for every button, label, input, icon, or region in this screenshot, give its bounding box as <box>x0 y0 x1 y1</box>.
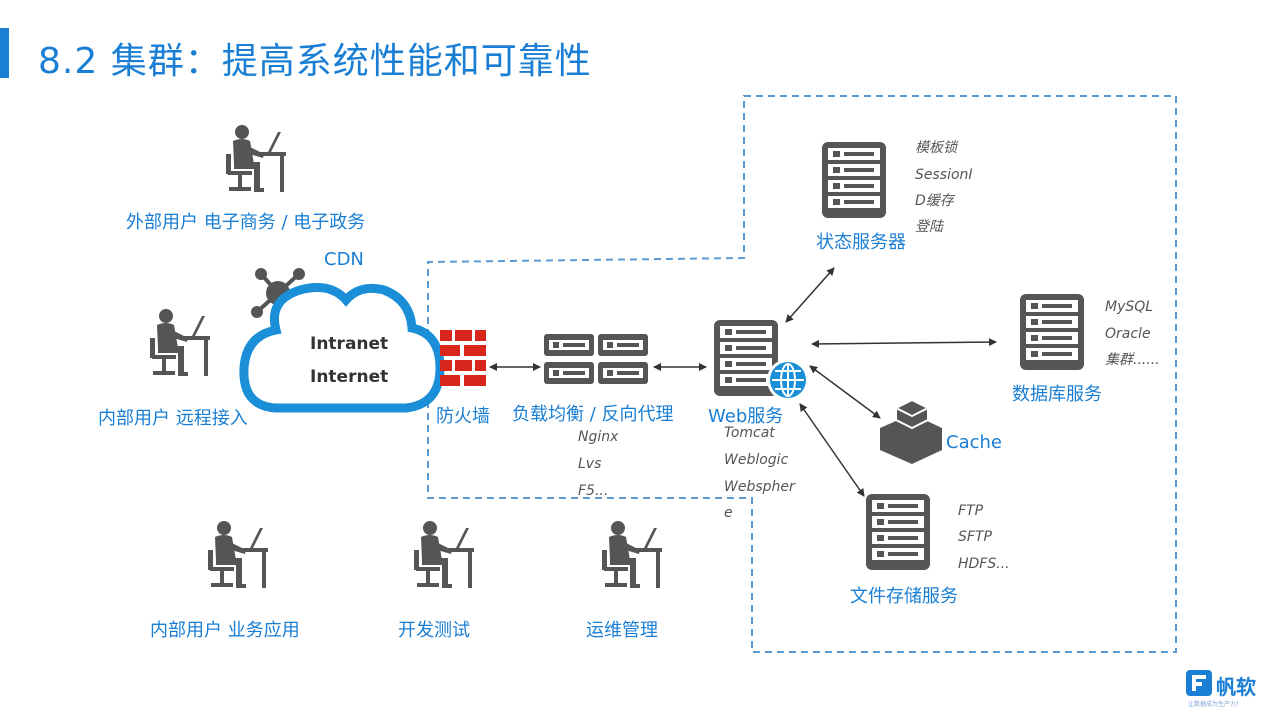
label-dev-test: 开发测试 <box>398 620 470 641</box>
web-note-tomcat: Tomcat <box>724 425 775 441</box>
arrow-web-cache <box>809 365 881 419</box>
logo-name: 帆软 <box>1216 675 1256 699</box>
ops-user-icon <box>602 521 662 588</box>
arrow-web-state <box>785 267 835 323</box>
label-load-balancer: 负载均衡 / 反向代理 <box>512 404 674 425</box>
cloud-intranet: Intranet <box>310 334 389 354</box>
logo-slogan: 让数据成为生产力！ <box>1188 701 1243 708</box>
state-note-1: SessionI <box>915 167 973 183</box>
web-note-websphere: Websphere <box>724 479 795 521</box>
page-title: 8.2 集群：提高系统性能和可靠性 <box>38 41 592 82</box>
external-user-icon <box>226 125 286 192</box>
state-note-0: 模板锁 <box>915 140 957 156</box>
db-note-cluster: 集群...... <box>1105 352 1160 368</box>
title-accent-bar <box>0 28 9 78</box>
cluster-boundary <box>427 95 1177 653</box>
firewall-icon <box>440 330 486 386</box>
lb-note-f5: F5... <box>578 483 609 499</box>
label-firewall: 防火墙 <box>436 406 490 427</box>
lb-note-lvs: Lvs <box>578 456 602 472</box>
state-note-3: 登陆 <box>915 219 943 235</box>
label-state-server: 状态服务器 <box>816 232 906 253</box>
label-external-users: 外部用户 电子商务 / 电子政务 <box>126 212 366 233</box>
fanruan-logo-icon <box>1186 670 1212 696</box>
remote-user-icon <box>150 309 210 376</box>
globe-icon <box>767 359 809 401</box>
db-note-mysql: MySQL <box>1105 299 1154 315</box>
cache-icon <box>880 398 942 464</box>
db-note-oracle: Oracle <box>1105 326 1151 342</box>
business-user-icon <box>208 521 268 588</box>
arrow-web-db <box>811 338 997 348</box>
cloud-shape <box>239 283 445 413</box>
file-storage-server-icon <box>866 494 930 570</box>
load-balancer-icon <box>544 334 648 384</box>
label-remote-users: 内部用户 远程接入 <box>98 408 248 429</box>
lb-note-nginx: Nginx <box>578 429 619 445</box>
file-note-ftp: FTP <box>958 503 984 519</box>
label-database: 数据库服务 <box>1012 384 1102 405</box>
dev-user-icon <box>414 521 474 588</box>
arrow-web-file <box>799 403 865 497</box>
file-note-sftp: SFTP <box>958 529 992 545</box>
file-note-hdfs: HDFS... <box>958 556 1010 572</box>
cdn-network-icon <box>251 268 305 318</box>
label-web-service: Web服务 <box>708 406 784 427</box>
label-ops: 运维管理 <box>586 620 658 641</box>
label-cache: Cache <box>946 432 1002 453</box>
web-note-weblogic: Weblogic <box>724 452 789 468</box>
label-business-users: 内部用户 业务应用 <box>150 620 300 641</box>
state-note-2: D缓存 <box>915 193 954 209</box>
label-file-storage: 文件存储服务 <box>850 586 958 607</box>
state-server-icon <box>822 142 886 218</box>
cloud-internet: Internet <box>310 367 389 387</box>
database-server-icon <box>1020 294 1084 370</box>
label-cdn: CDN <box>324 249 364 270</box>
